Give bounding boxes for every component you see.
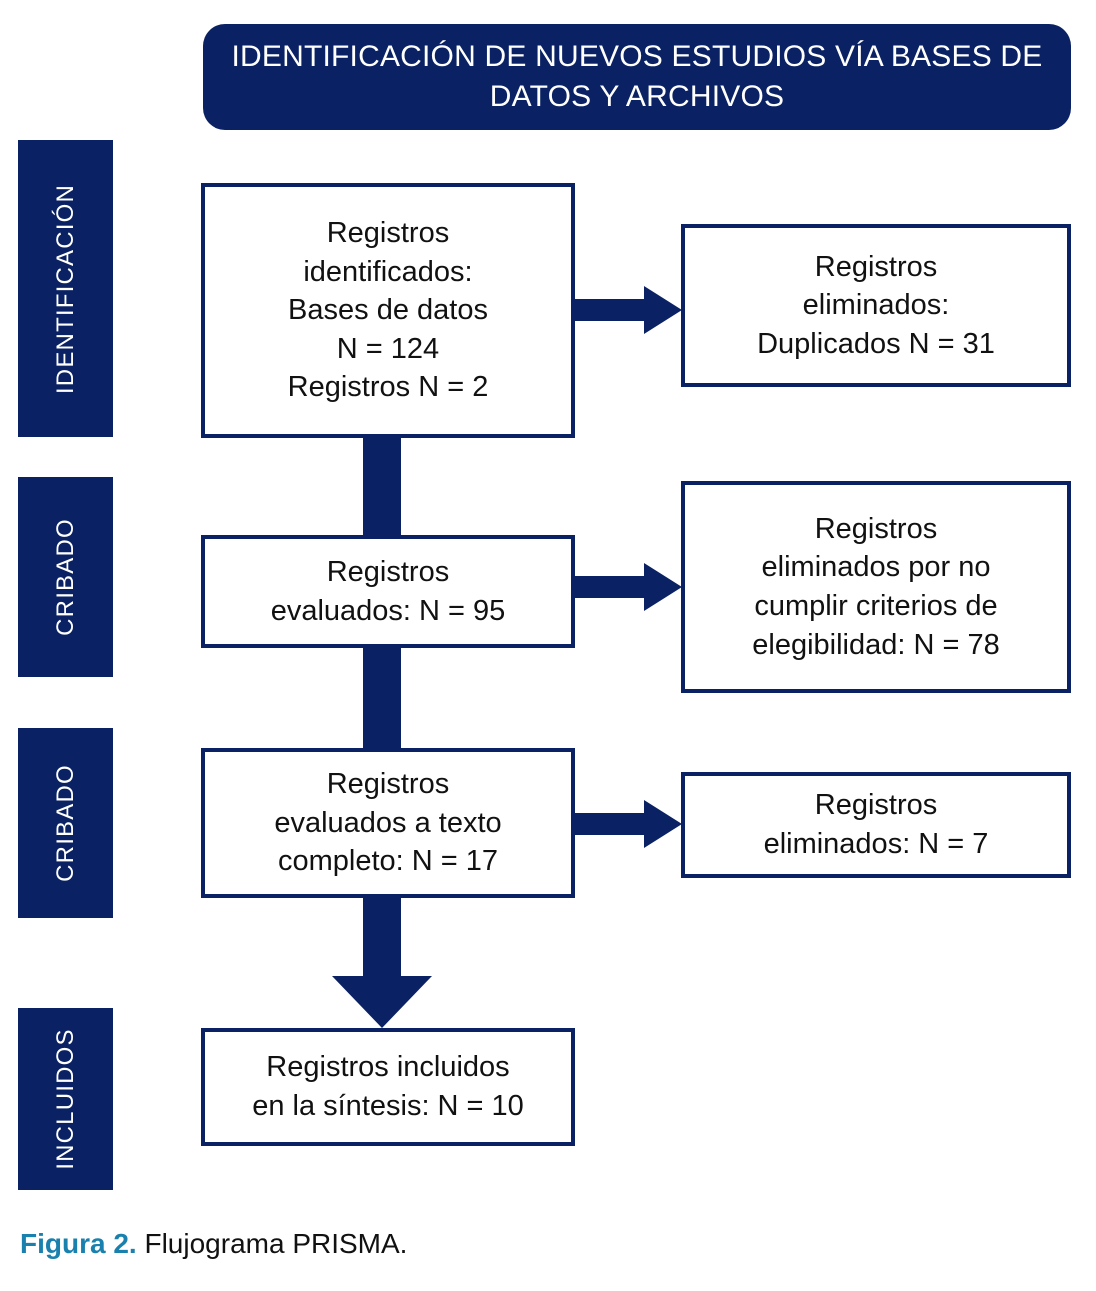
arrow-identified-to-duplicates: [570, 286, 682, 334]
box-text: Registros evaluados a texto completo: N …: [274, 768, 502, 878]
stage-block-cribado-1: CRIBADO: [18, 477, 113, 677]
box-text: Registros identificados: Bases de datos …: [287, 217, 489, 404]
arrow-fulltext-to-excluded: [570, 800, 682, 848]
box-registros-eliminados-criterios: Registros eliminados por no cumplir crit…: [681, 481, 1071, 693]
box-text: Registros evaluados: N = 95: [270, 555, 506, 627]
stage-block-cribado-2: CRIBADO: [18, 728, 113, 918]
box-text: Registros eliminados: N = 7: [763, 789, 989, 860]
arrow-head-down-icon: [332, 976, 432, 1028]
box-text: Registros eliminados por no cumplir crit…: [752, 512, 1000, 661]
stage-label-incluidos: INCLUIDOS: [51, 1028, 79, 1170]
arrow-shaft: [570, 576, 648, 598]
connector-identified-to-screened: [363, 437, 401, 535]
figure-caption: Figura 2. Flujograma PRISMA.: [20, 1228, 407, 1260]
figure-caption-label: Figura 2.: [20, 1228, 137, 1259]
stage-label-cribado-1: CRIBADO: [51, 518, 79, 636]
arrow-shaft: [363, 898, 401, 978]
arrow-shaft: [570, 813, 648, 835]
box-registros-texto-completo: Registros evaluados a texto completo: N …: [201, 748, 575, 898]
stage-label-identificacion: IDENTIFICACIÓN: [51, 183, 79, 394]
diagram-header-banner: IDENTIFICACIÓN DE NUEVOS ESTUDIOS VÍA BA…: [203, 24, 1071, 130]
arrow-screened-to-excluded-criteria: [570, 563, 682, 611]
arrow-head-right-icon: [644, 286, 682, 334]
box-text: Registros eliminados: Duplicados N = 31: [757, 250, 995, 360]
box-registros-incluidos: Registros incluidos en la síntesis: N = …: [201, 1028, 575, 1146]
box-registros-identificados: Registros identificados: Bases de datos …: [201, 183, 575, 438]
stage-block-incluidos: INCLUIDOS: [18, 1008, 113, 1190]
diagram-header-title: IDENTIFICACIÓN DE NUEVOS ESTUDIOS VÍA BA…: [231, 39, 1043, 114]
figure-caption-text: Flujograma PRISMA.: [136, 1228, 408, 1259]
arrow-head-right-icon: [644, 563, 682, 611]
arrow-head-right-icon: [644, 800, 682, 848]
connector-screened-to-fulltext: [363, 648, 401, 748]
stage-block-identificacion: IDENTIFICACIÓN: [18, 140, 113, 437]
box-registros-eliminados-texto: Registros eliminados: N = 7: [681, 772, 1071, 878]
box-registros-evaluados: Registros evaluados: N = 95: [201, 535, 575, 648]
box-text: Registros incluidos en la síntesis: N = …: [252, 1051, 524, 1122]
arrow-fulltext-to-included: [332, 898, 432, 1028]
box-registros-eliminados-duplicados: Registros eliminados: Duplicados N = 31: [681, 224, 1071, 387]
arrow-shaft: [570, 299, 648, 321]
stage-label-cribado-2: CRIBADO: [51, 764, 79, 882]
